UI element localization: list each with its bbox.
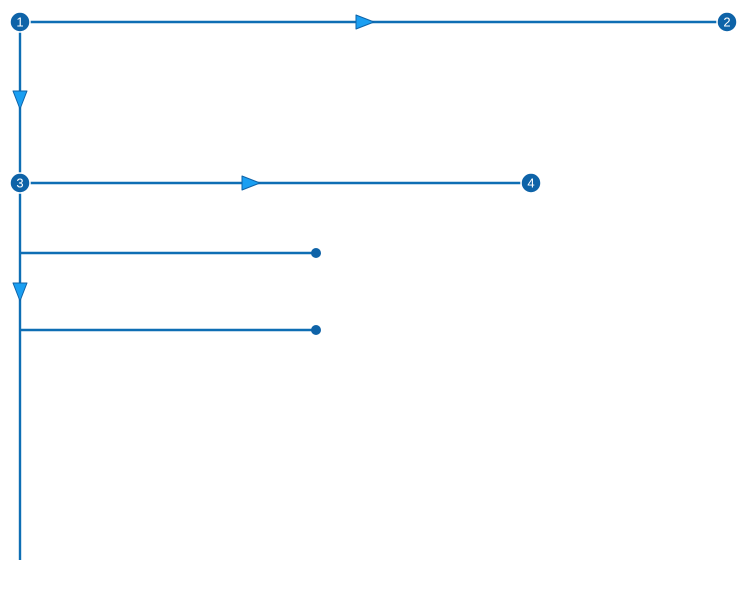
branch-end-dot [311, 325, 321, 335]
node-label: 3 [16, 176, 23, 191]
node-4: 4 [520, 172, 542, 194]
node-circle [716, 11, 738, 33]
node-label: 2 [723, 15, 730, 30]
node-3: 3 [9, 172, 31, 194]
node-label: 4 [527, 176, 534, 191]
branch-end-layer [311, 248, 321, 335]
edge-layer [18, 20, 727, 560]
node-circle [9, 11, 31, 33]
branch-end-dot [311, 248, 321, 258]
node-circle [9, 172, 31, 194]
node-label: 1 [16, 15, 23, 30]
node-1: 1 [9, 11, 31, 33]
node-circle [520, 172, 542, 194]
arrow-right-3-4 [241, 175, 261, 191]
arrow-layer [12, 14, 375, 302]
arrow-down-1-3 [12, 90, 28, 110]
arrow-down-trunk [12, 282, 28, 302]
node-layer: 1 2 3 4 [9, 11, 738, 194]
arrow-right-1-2 [355, 14, 375, 30]
node-2: 2 [716, 11, 738, 33]
